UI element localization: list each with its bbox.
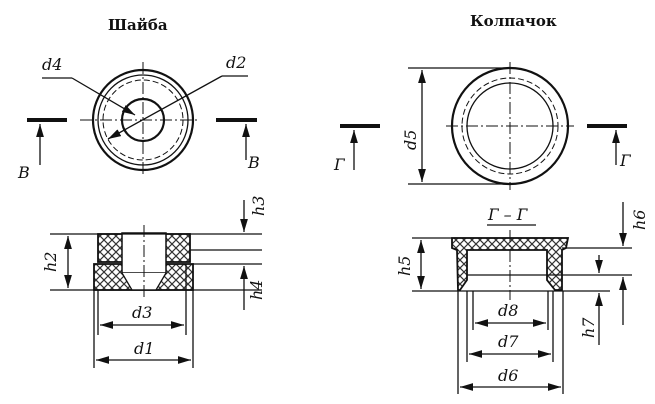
washer-section-view: h3 h2 h4 d3 d1 [41,196,268,368]
label-d5: d5 [401,130,420,150]
label-d1: d1 [134,339,154,358]
washer-plan-view: d4 d2 В В [17,53,260,182]
cap-section-view: Г – Г h6 h5 h7 d8 d7 d6 [395,202,649,394]
section-title: Г – Г [487,205,529,224]
cap-plan-view: d5 Г Г [333,62,632,190]
label-h2: h2 [41,252,60,272]
label-h4: h4 [247,280,266,300]
label-h7: h7 [579,317,598,338]
label-d2: d2 [226,53,246,72]
section-mark-right: В [247,153,260,172]
section-mark-right: Г [619,151,632,170]
cap-title: Колпачок [470,12,557,30]
section-mark-left: В [17,163,30,182]
label-h5: h5 [395,256,414,276]
label-d3: d3 [132,303,152,322]
label-h3: h3 [249,196,268,216]
label-d8: d8 [498,301,518,320]
label-h6: h6 [630,210,649,230]
label-d7: d7 [498,332,519,351]
washer-title: Шайба [108,16,168,34]
section-mark-left: Г [333,155,346,174]
label-d6: d6 [498,366,518,385]
label-d4: d4 [42,55,62,74]
